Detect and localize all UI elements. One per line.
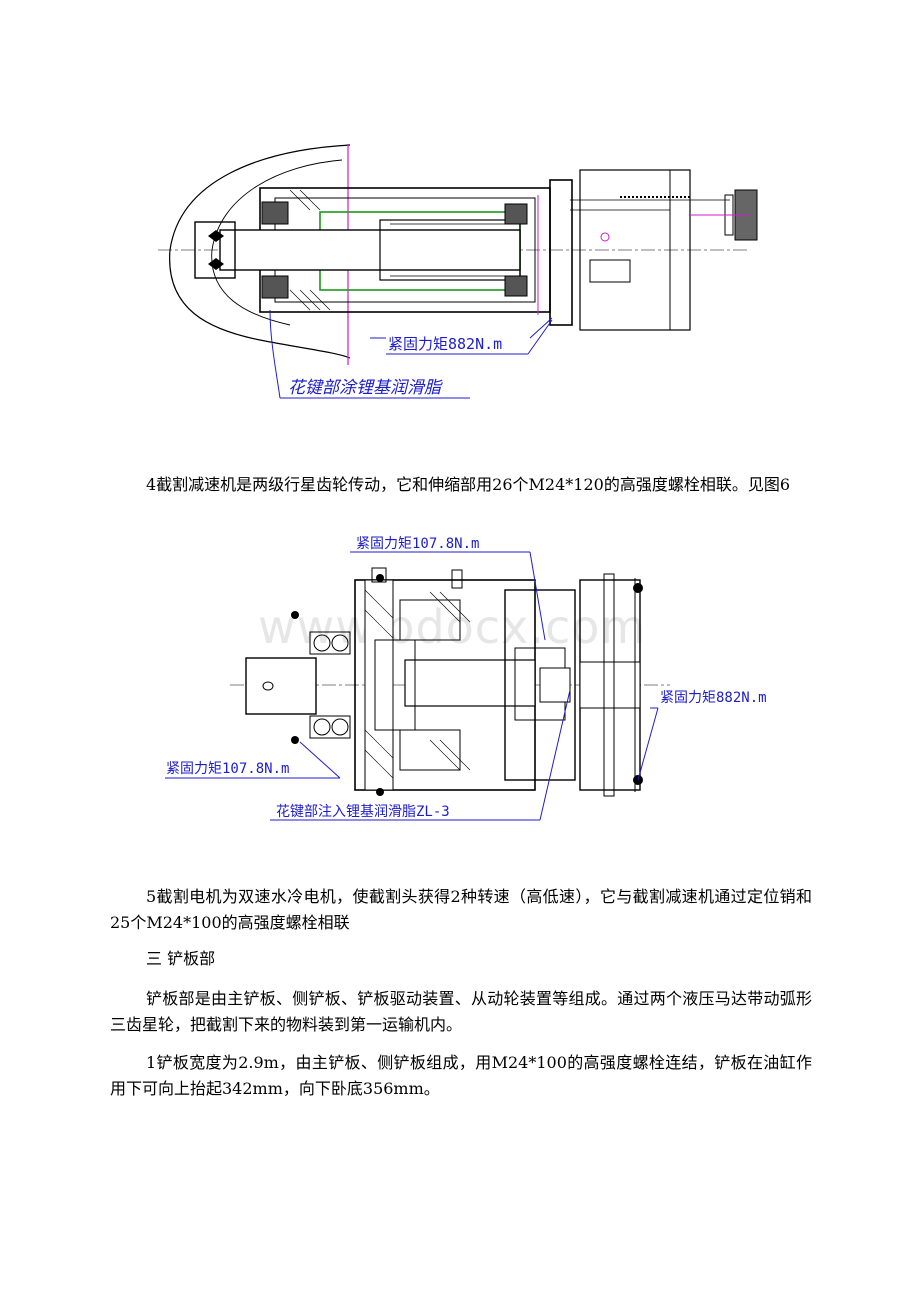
torque-label-882: 紧固力矩882N.m	[388, 335, 502, 353]
section-heading-shovel: 三 铲板部	[146, 949, 216, 968]
torque-label-left: 紧固力矩107.8N.m	[166, 761, 289, 777]
torque-label-right: 紧固力矩882N.m	[660, 690, 767, 706]
spline-grease-label: 花键部涂锂基润滑脂	[288, 378, 443, 398]
spline-grease-zl3-label: 花键部注入锂基润滑脂ZL-3	[276, 803, 450, 820]
reducer-section-drawing: 紧固力矩107.8N.m 紧固力矩882N.m 紧固力矩107.8N.m 花键部…	[165, 536, 767, 821]
telescopic-section-drawing: 紧固力矩882N.m 花键部涂锂基润滑脂	[158, 144, 758, 399]
torque-label-top: 紧固力矩107.8N.m	[356, 536, 479, 552]
paragraph-shovel-width: 1铲板宽度为2.9m，由主铲板、侧铲板组成，用M24*100的高强度螺栓连结，铲…	[110, 1053, 812, 1098]
paragraph-motor: 5截割电机为双速水冷电机，使截割头获得2种转速（高低速），它与截割减速机通过定位…	[110, 887, 812, 932]
paragraph-shovel-intro: 铲板部是由主铲板、侧铲板、铲板驱动装置、从动轮装置等组成。通过两个液压马达带动弧…	[110, 989, 812, 1034]
paragraph-reducer: 4截割减速机是两级行星齿轮传动，它和伸缩部用26个M24*120的高强度螺栓相联…	[146, 475, 791, 494]
